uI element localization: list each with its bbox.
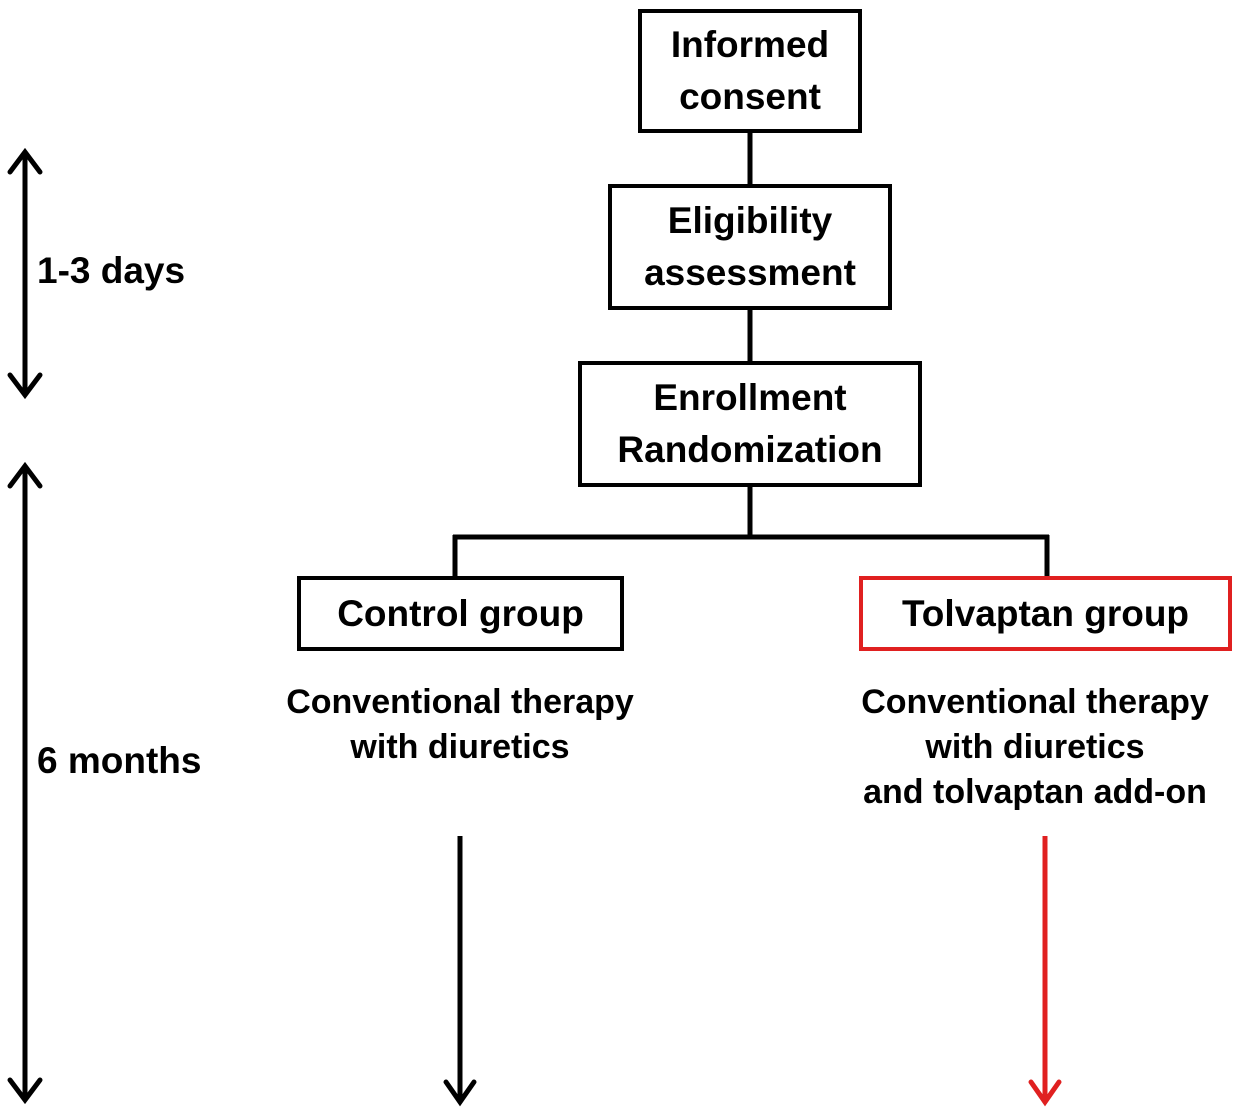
control-group-box: Control group [297, 576, 624, 651]
enrollment-line-2: Randomization [617, 429, 883, 470]
tolvaptan-description: Conventional therapy with diuretics and … [830, 680, 1240, 815]
tolvaptan-desc-line-2: with diuretics [925, 728, 1145, 766]
enrollment-line-1: Enrollment [653, 377, 847, 418]
tolvaptan-group-label: Tolvaptan group [901, 592, 1190, 634]
control-group-label: Control group [337, 592, 584, 634]
control-desc-line-2: with diuretics [350, 728, 570, 766]
eligibility-line-1: Eligibility [667, 200, 833, 241]
control-down-arrow [443, 836, 477, 1107]
eligibility-line-2: assessment [644, 252, 856, 293]
eligibility-assessment-box: Eligibility assessment [608, 184, 892, 310]
informed-consent-box: Informed consent [638, 9, 862, 133]
tolvaptan-down-arrow [1028, 836, 1062, 1107]
timeline-label-1-3-days: 1-3 days [37, 250, 186, 291]
timeline-label-6-months: 6 months [37, 740, 202, 781]
tolvaptan-desc-line-1: Conventional therapy [861, 683, 1209, 721]
informed-consent-line-1: Informed [670, 24, 830, 65]
control-description: Conventional therapy with diuretics [240, 680, 680, 770]
timeline-arrow-6-months [7, 461, 43, 1105]
enrollment-randomization-box: Enrollment Randomization [578, 361, 922, 487]
informed-consent-line-2: consent [679, 76, 821, 117]
control-desc-line-1: Conventional therapy [286, 683, 634, 721]
tolvaptan-desc-line-3: and tolvaptan add-on [863, 773, 1207, 811]
timeline-arrow-1-3-days [7, 147, 43, 400]
tolvaptan-group-box: Tolvaptan group [859, 576, 1232, 651]
